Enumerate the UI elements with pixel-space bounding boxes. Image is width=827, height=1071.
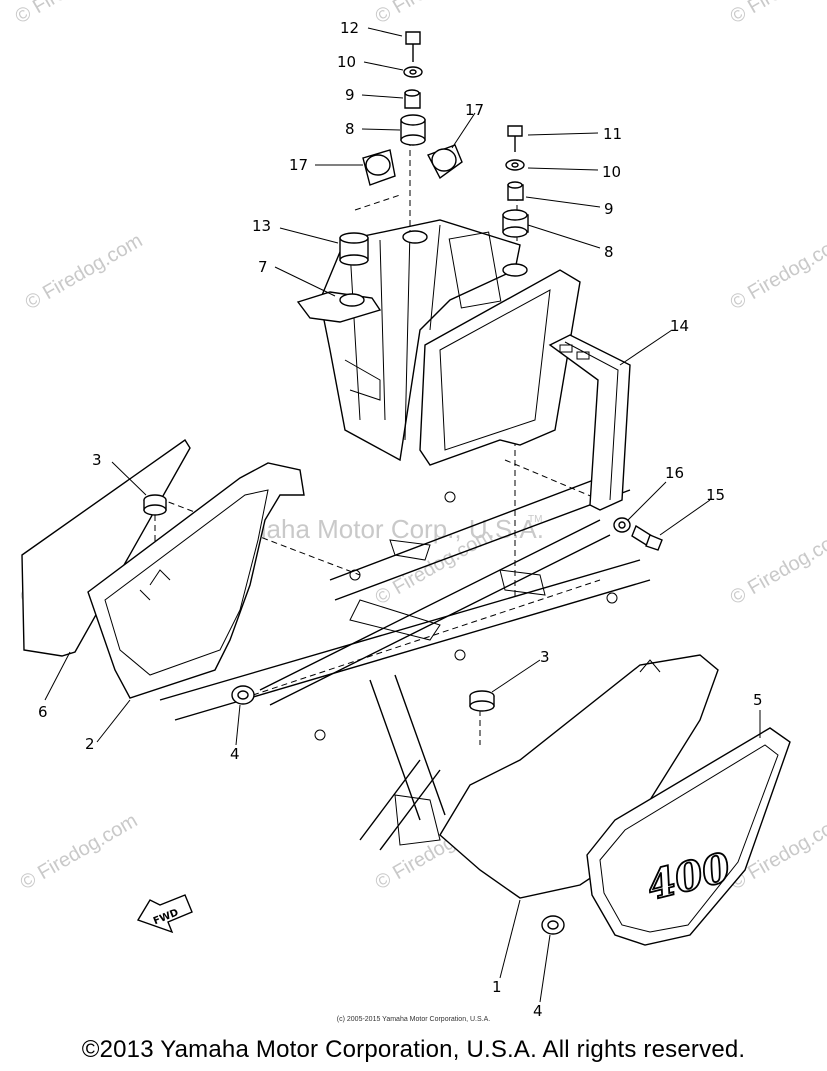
watermark-tm: TM xyxy=(528,514,542,525)
part-label-9: 9 xyxy=(604,200,614,218)
part-label-9: 9 xyxy=(345,86,355,104)
battery-box xyxy=(296,219,521,462)
watermark-site: © Firedog.com xyxy=(17,810,142,895)
frame-drawing xyxy=(149,140,651,881)
part-label-13: 13 xyxy=(252,217,271,235)
leader-lines xyxy=(44,27,761,1003)
battery-cover xyxy=(419,269,631,511)
watermark-site: © Firedog.com xyxy=(727,0,827,28)
part-label-10: 10 xyxy=(602,163,621,181)
left-side-cover xyxy=(21,439,305,705)
part-label-11: 11 xyxy=(603,125,622,143)
part-label-15: 15 xyxy=(706,486,725,504)
part-label-17: 17 xyxy=(289,156,308,174)
part-label-16: 16 xyxy=(665,464,684,482)
part-label-3: 3 xyxy=(92,451,102,469)
hardware-left xyxy=(339,31,463,266)
copyright-footer: ©2013 Yamaha Motor Corporation, U.S.A. A… xyxy=(81,1036,746,1063)
part-label-10: 10 xyxy=(337,53,356,71)
part-label-12: 12 xyxy=(340,19,359,37)
part-label-2: 2 xyxy=(85,735,95,753)
right-side-cover: 400 xyxy=(439,654,791,946)
watermark-site: © Firedog.com xyxy=(727,230,827,315)
part-label-14: 14 xyxy=(670,317,689,335)
part-labels: 12 10 9 8 17 17 11 10 9 8 13 7 14 3 16 1… xyxy=(38,19,763,1020)
part-label-6: 6 xyxy=(38,703,48,721)
part-label-7: 7 xyxy=(258,258,268,276)
watermark-site: © Firedog.com xyxy=(727,525,827,610)
part-label-8: 8 xyxy=(604,243,614,261)
hardware-right xyxy=(502,125,529,277)
part-label-3: 3 xyxy=(540,648,550,666)
fwd-arrow: FWD xyxy=(136,894,193,934)
watermark-site: © Firedog.com xyxy=(12,0,137,28)
part-label-5: 5 xyxy=(753,691,763,709)
watermark-site: © Firedog.com xyxy=(22,230,147,315)
part-label-8: 8 xyxy=(345,120,355,138)
copyright-small: (c) 2005-2015 Yamaha Motor Corporation, … xyxy=(336,1016,491,1023)
bolt-and-washer xyxy=(613,517,663,551)
part-label-17: 17 xyxy=(465,101,484,119)
part-label-4: 4 xyxy=(230,745,240,763)
part-label-1: 1 xyxy=(492,978,502,996)
part-label-4: 4 xyxy=(533,1002,543,1020)
watermark-site: © Firedog.com xyxy=(372,0,497,28)
